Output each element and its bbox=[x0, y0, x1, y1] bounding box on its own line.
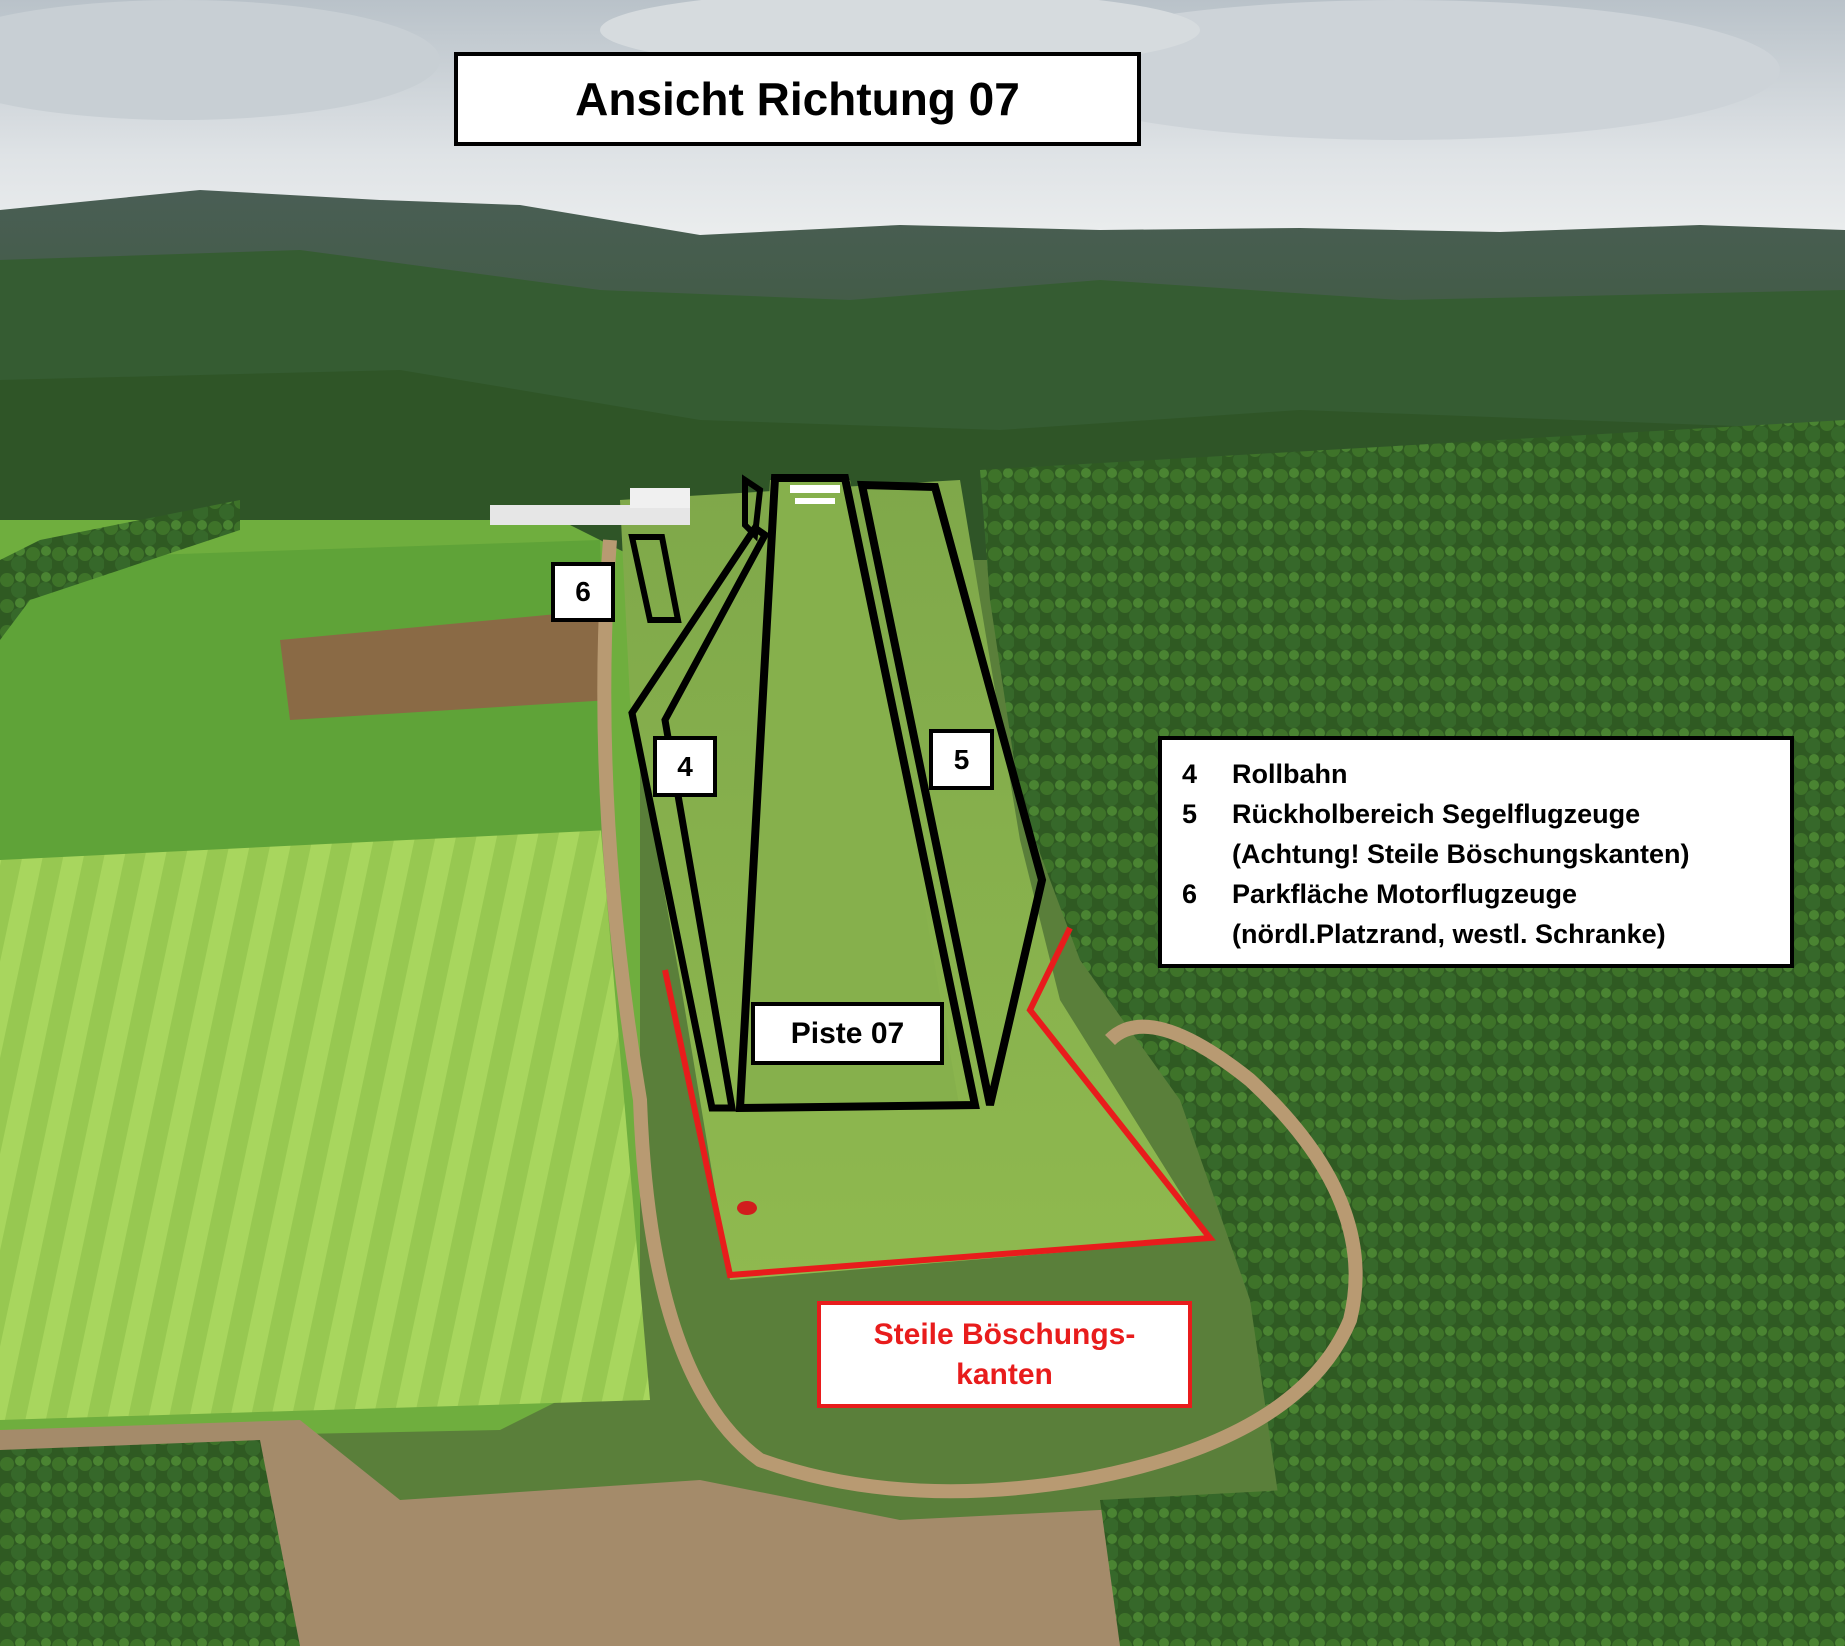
zone-5-label: 5 bbox=[929, 729, 994, 790]
legend-number: 4 bbox=[1182, 759, 1198, 789]
zone-4-label: 4 bbox=[653, 736, 717, 797]
legend-text: Rückholbereich Segelflugzeuge bbox=[1232, 799, 1641, 829]
legend-subtext: (nördl.Platzrand, westl. Schranke) bbox=[1232, 919, 1666, 949]
legend-subtext: (Achtung! Steile Böschungskanten) bbox=[1232, 839, 1690, 869]
legend-item-6: 6 Parkfläche Motorflugzeuge bbox=[1182, 874, 1790, 914]
legend-text: Rollbahn bbox=[1232, 759, 1348, 789]
warning-line-1: Steile Böschungs- bbox=[873, 1317, 1136, 1351]
legend-text: Parkfläche Motorflugzeuge bbox=[1232, 879, 1578, 909]
zone-6-label: 6 bbox=[551, 562, 615, 622]
runway-label: Piste 07 bbox=[751, 1002, 944, 1065]
legend-item-5: 5 Rückholbereich Segelflugzeuge bbox=[1182, 794, 1790, 834]
legend-number: 6 bbox=[1182, 879, 1198, 909]
legend-item-4: 4 Rollbahn bbox=[1182, 754, 1790, 794]
view-title: Ansicht Richtung 07 bbox=[454, 52, 1141, 146]
legend-number: 5 bbox=[1182, 799, 1198, 829]
warning-line-2: kanten bbox=[956, 1357, 1053, 1391]
legend-box: 4 Rollbahn 5 Rückholbereich Segelflugzeu… bbox=[1158, 736, 1794, 968]
steep-slope-warning: Steile Böschungs- kanten bbox=[817, 1301, 1192, 1408]
